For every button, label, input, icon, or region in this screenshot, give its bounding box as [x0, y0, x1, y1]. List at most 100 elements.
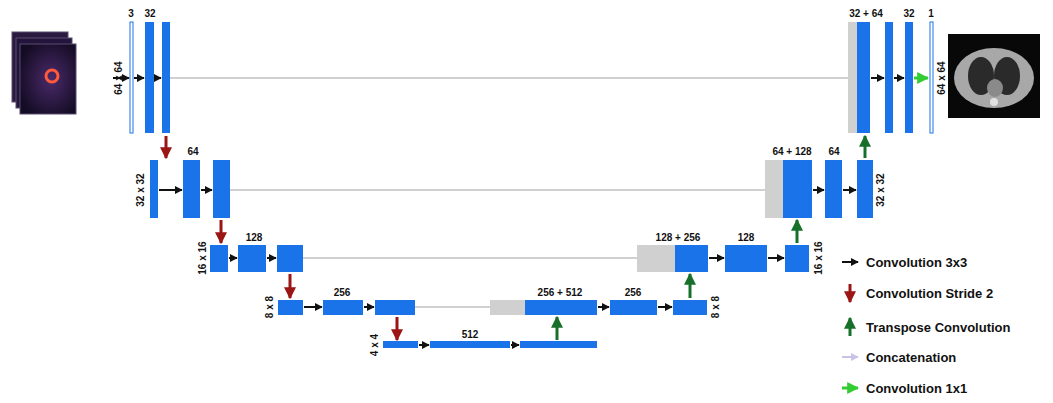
operation-arrow: [842, 387, 858, 390]
feature-map-bar: [765, 160, 783, 218]
resolution-label: 4 x 4: [370, 334, 380, 356]
channel-label: 256: [625, 288, 642, 298]
operation-arrow: [201, 189, 212, 191]
legend-entry: Convolution Stride 2: [866, 287, 993, 300]
legend-entry: Convolution 1x1: [866, 382, 967, 395]
channel-label: 128 + 256: [656, 233, 701, 243]
feature-map-bar: [725, 245, 767, 272]
feature-map-bar: [375, 300, 415, 315]
operation-arrow: [864, 136, 867, 158]
operation-arrow: [871, 77, 884, 79]
channel-label: 512: [462, 330, 479, 340]
feature-map-bar: [905, 22, 913, 133]
operation-arrow: [796, 220, 799, 243]
feature-map-bar: [848, 22, 857, 133]
feature-map-bar: [383, 341, 418, 348]
operation-arrow: [220, 220, 223, 243]
channel-label: 256 + 512: [538, 288, 583, 298]
operation-arrow: [556, 317, 559, 340]
operation-arrow: [598, 306, 609, 308]
operation-arrow: [267, 257, 276, 259]
feature-map-bar: [490, 300, 525, 315]
operation-arrow: [154, 77, 161, 79]
resolution-label: 16 x 16: [198, 241, 208, 274]
feature-map-bar: [145, 22, 154, 133]
feature-map-bar: [525, 300, 597, 315]
channel-label: 64: [187, 147, 198, 157]
feature-map-bar: [673, 300, 707, 315]
feature-map-bar: [150, 160, 158, 218]
resolution-label: 8 x 8: [265, 296, 275, 318]
feature-map-bar: [520, 341, 597, 348]
resolution-label: 8 x 8: [711, 296, 721, 318]
legend-entry: Convolution 3x3: [866, 256, 967, 269]
feature-map-bar: [825, 160, 842, 218]
channel-label: 64 + 128: [772, 147, 811, 157]
skip-connection: [170, 77, 848, 79]
feature-map-bar: [785, 245, 809, 272]
channel-label: 32: [144, 9, 155, 19]
operation-arrow: [511, 344, 519, 346]
operation-arrow: [159, 189, 182, 191]
channel-label: 32: [903, 9, 914, 19]
operation-arrow: [419, 344, 429, 346]
feature-map-bar: [238, 245, 266, 272]
operation-arrows: [113, 78, 928, 388]
tracer-ring: [46, 70, 58, 82]
feature-map-bar: [857, 160, 873, 218]
ct-body: [954, 48, 1034, 108]
skip-lines: [170, 78, 848, 307]
input-slice: [20, 44, 76, 114]
skip-connection: [303, 257, 637, 259]
channel-label: 3: [128, 9, 134, 19]
feature-map-bar: [277, 245, 303, 272]
legend-entry: Transpose Convolution: [866, 321, 1010, 334]
operation-arrow: [849, 318, 852, 336]
resolution-label: 32 x 32: [876, 173, 886, 206]
feature-map-bar: [783, 160, 812, 218]
operation-arrow: [849, 284, 852, 302]
channel-label: 256: [334, 288, 351, 298]
operation-arrow: [843, 189, 856, 191]
operation-arrow: [304, 306, 322, 308]
feature-map-bar: [213, 160, 230, 218]
ct-heart: [987, 79, 1003, 97]
legend-entry: Concatenation: [866, 351, 956, 364]
feature-map-bar: [930, 22, 933, 133]
operation-arrow: [364, 306, 374, 308]
operation-arrow: [658, 306, 672, 308]
operation-arrow: [165, 136, 168, 158]
operation-arrow: [134, 77, 144, 79]
channel-label: 128: [738, 233, 755, 243]
feature-map-bar: [430, 341, 510, 348]
operation-arrow: [709, 257, 724, 259]
channel-label: 32 + 64: [849, 9, 883, 19]
operation-arrow: [914, 77, 928, 80]
operation-arrow: [768, 257, 784, 259]
feature-map-bar: [210, 245, 228, 272]
feature-map-bar: [610, 300, 657, 315]
feature-map-bar: [278, 300, 303, 315]
operation-arrow: [396, 317, 399, 340]
skip-connection: [230, 189, 765, 191]
skip-connection: [415, 306, 490, 308]
feature-map-bar: [637, 245, 675, 272]
resolution-label: 32 x 32: [136, 173, 146, 206]
feature-map-bar: [323, 300, 363, 315]
operation-arrow: [813, 189, 824, 191]
channel-label: 1: [928, 9, 934, 19]
operation-arrow: [289, 274, 292, 298]
operation-arrow: [894, 77, 904, 79]
feature-map-bar: [885, 22, 893, 133]
channel-label: 128: [246, 233, 263, 243]
operation-arrow: [689, 274, 692, 298]
feature-map-bar: [162, 22, 170, 133]
input-image: [12, 32, 76, 114]
feature-map-bar: [130, 22, 133, 133]
resolution-label: 64 x 64: [114, 61, 124, 94]
operation-arrow: [842, 261, 858, 263]
feature-maps: [130, 22, 933, 348]
operation-arrow: [842, 356, 858, 358]
